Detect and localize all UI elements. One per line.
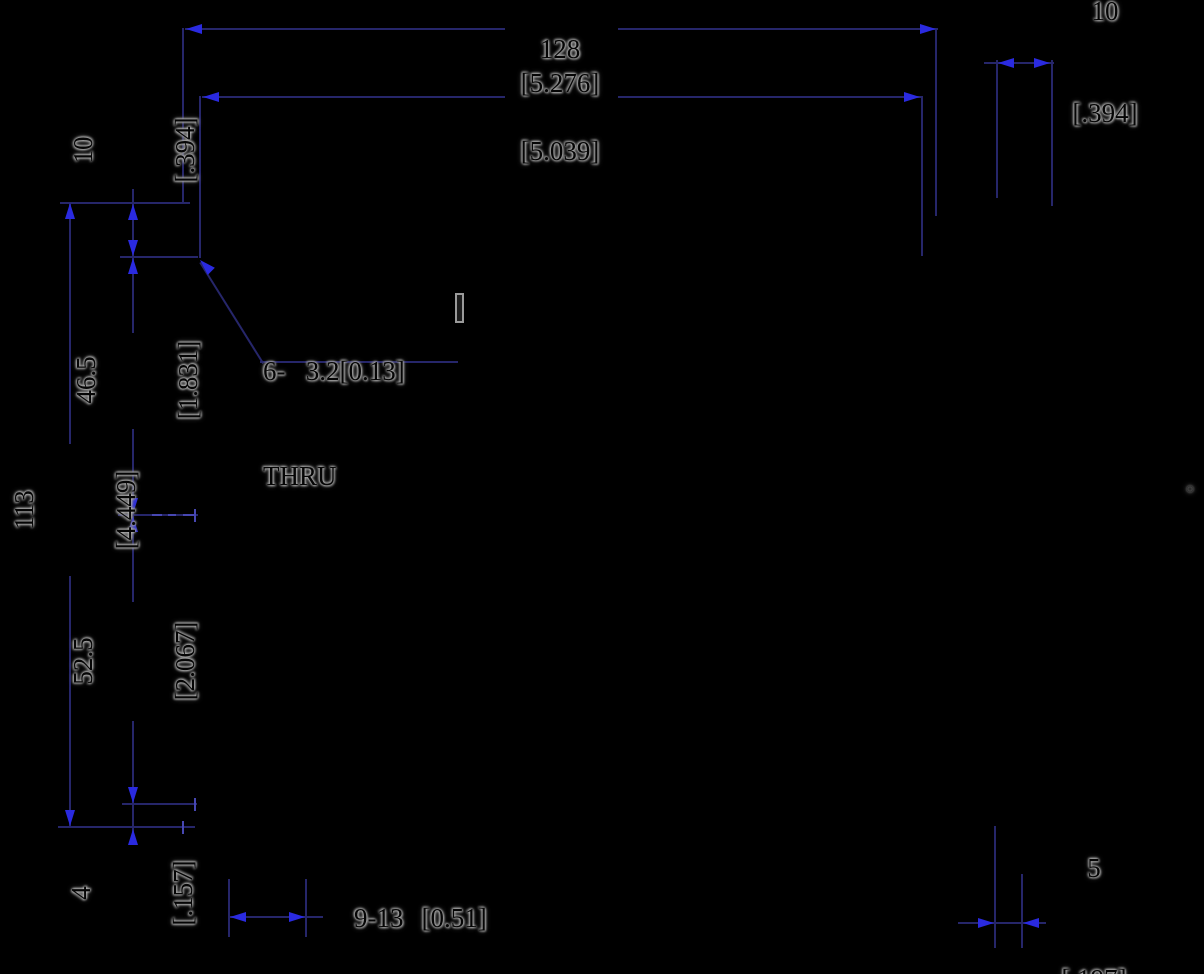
arrow-l52-bottom bbox=[128, 787, 138, 803]
dim-128-mm: 128 bbox=[539, 34, 581, 64]
ext-line-134-right bbox=[935, 28, 937, 216]
dim-label-913: 9-13 [0.51] bbox=[327, 867, 487, 969]
callout-shelf-line bbox=[260, 361, 458, 363]
dim-label-l46: 46.5 [1.831] bbox=[1, 341, 273, 420]
dim-line-134-right bbox=[618, 28, 938, 30]
dim-l52-mm: 52.5 bbox=[68, 637, 98, 685]
dim-line-tr10 bbox=[984, 62, 1054, 64]
dim-l4-inch: [.157] bbox=[168, 860, 198, 926]
ext-line-bottom-edge bbox=[58, 826, 195, 828]
ext-line-y804 bbox=[122, 803, 197, 805]
arrow-l46-top bbox=[128, 258, 138, 274]
dim-label-l113: 113 [4.449] bbox=[0, 471, 211, 550]
missing-glyph-box bbox=[455, 293, 464, 323]
hole-callout: 6- 3.2[0.13] THRU bbox=[263, 284, 405, 564]
center-dash-1 bbox=[152, 514, 162, 516]
dim-tr10-inch: [.394] bbox=[1072, 98, 1138, 128]
ext-line-br5-right bbox=[1021, 874, 1023, 948]
dim-line-113-upper bbox=[69, 203, 71, 444]
arrow-tr10-right bbox=[1034, 58, 1050, 68]
dim-line-113-lower bbox=[69, 576, 71, 827]
arrow-tr10-left bbox=[998, 58, 1014, 68]
arrow-128-left bbox=[203, 92, 219, 102]
dim-134-inch: [5.276] bbox=[520, 68, 600, 98]
dim-l4-mm: 4 bbox=[66, 886, 96, 900]
dim-line-128-left bbox=[202, 96, 505, 98]
dim-l113-inch: [4.449] bbox=[111, 470, 141, 550]
ext-line-tr10-left bbox=[996, 60, 998, 198]
dim-line-134-left bbox=[185, 28, 505, 30]
tick-y515 bbox=[194, 509, 196, 522]
dim-913-inch: [0.51] bbox=[421, 903, 487, 933]
ext-line-913-left bbox=[228, 879, 230, 937]
dim-label-tr10: 10 [.394] bbox=[1072, 0, 1137, 198]
arrow-134-left bbox=[186, 24, 202, 34]
dim-label-134: 134 [5.276] bbox=[521, 0, 600, 168]
ext-line-913-right bbox=[305, 879, 307, 937]
arrow-l52-top bbox=[128, 516, 138, 532]
dim-tr10-mm: 10 bbox=[1091, 0, 1119, 26]
dim-label-l4: 4 [.157] bbox=[0, 860, 268, 925]
center-dash-3 bbox=[183, 514, 195, 516]
arrow-l46-bottom bbox=[128, 498, 138, 514]
ext-line-128-right bbox=[921, 96, 923, 256]
dim-line-left-seg2 bbox=[132, 429, 134, 602]
dim-l113-mm: 113 bbox=[9, 490, 39, 530]
arrow-128-right bbox=[904, 92, 920, 102]
dim-line-913 bbox=[228, 916, 323, 918]
dim-label-l10: 10 [.394] bbox=[0, 117, 270, 182]
arrow-913-left bbox=[230, 912, 246, 922]
dim-l46-inch: [1.831] bbox=[173, 340, 203, 420]
dim-label-br5: 5 [.197] bbox=[1061, 776, 1126, 974]
dim-line-left-seg3 bbox=[132, 721, 134, 843]
ext-line-y257 bbox=[120, 256, 198, 258]
dim-913-mm: 9-13 bbox=[354, 903, 404, 933]
dim-label-l52: 52.5 [2.067] bbox=[0, 622, 270, 701]
tick-y827 bbox=[182, 821, 184, 834]
dim-l10-mm: 10 bbox=[68, 136, 98, 164]
dim-br5-mm: 5 bbox=[1087, 853, 1101, 883]
arrow-br5-right bbox=[1023, 918, 1039, 928]
arrow-134-right bbox=[920, 24, 936, 34]
hole-callout-line2: THRU bbox=[263, 461, 337, 491]
arrow-l4-bottom bbox=[128, 829, 138, 845]
dim-label-128: 128 [5.039] bbox=[521, 0, 600, 236]
ext-line-128-left bbox=[199, 96, 201, 258]
dim-l52-inch: [2.067] bbox=[170, 621, 200, 701]
arrow-l10-top bbox=[128, 204, 138, 220]
ext-line-top-edge bbox=[60, 202, 190, 204]
dim-l46-mm: 46.5 bbox=[71, 356, 101, 404]
ext-line-br5-left bbox=[994, 826, 996, 948]
dim-128-inch: [5.039] bbox=[520, 136, 600, 166]
arrow-913-right bbox=[289, 912, 305, 922]
tick-y804 bbox=[194, 798, 196, 811]
center-dash-2 bbox=[168, 514, 176, 516]
arrow-br5-left bbox=[978, 918, 994, 928]
dim-br5-inch: [.197] bbox=[1061, 961, 1126, 974]
dim-line-128-right bbox=[618, 96, 922, 98]
arrow-113-bottom bbox=[65, 810, 75, 826]
arrow-l10-bottom bbox=[128, 240, 138, 256]
hole-callout-line1: 6- 3.2[0.13] bbox=[263, 356, 405, 386]
ext-line-tr10-right bbox=[1051, 60, 1053, 206]
dim-line-br5 bbox=[958, 922, 1046, 924]
dim-l10-inch: [.394] bbox=[170, 117, 200, 183]
ext-line-134-left bbox=[182, 28, 184, 204]
arrow-hole-leader bbox=[196, 256, 215, 275]
arrow-113-top bbox=[65, 203, 75, 219]
edge-circle-marker: ○ bbox=[1185, 481, 1195, 498]
